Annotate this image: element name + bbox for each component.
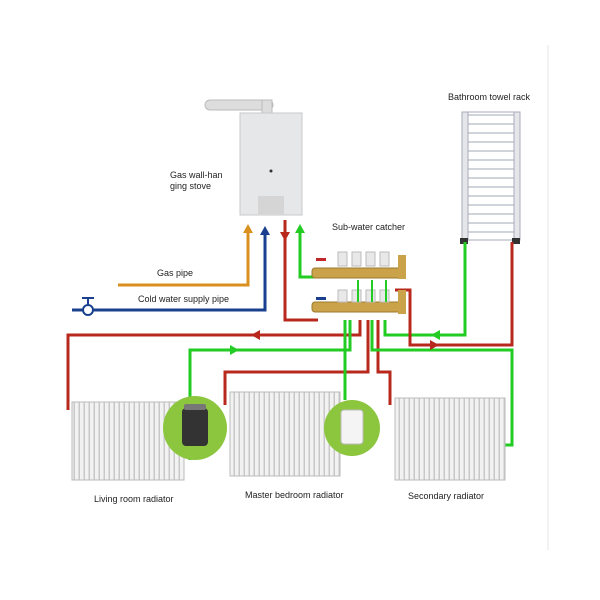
cold-water-label: Cold water supply pipe: [138, 294, 230, 304]
gas-pipe-label: Gas pipe: [157, 268, 194, 278]
secondary-radiator: [394, 397, 506, 481]
secondary-label: Secondary radiator: [408, 491, 485, 501]
master-supply: [223, 320, 370, 405]
thermostat-valve-white: [324, 400, 380, 456]
secondary-supply: [376, 320, 392, 405]
gas-pipe: [118, 228, 250, 287]
manifold-label: Sub-water catcher: [332, 222, 406, 232]
thermostat-valve-dark: [163, 396, 227, 460]
hot-supply-pipe: [283, 220, 318, 322]
rack-return: [383, 242, 467, 337]
cold-water-pipe: [72, 230, 267, 312]
master-bedroom-radiator: [229, 391, 341, 477]
flow-arrows: [230, 224, 440, 355]
master-bedroom-label: Master bedroom radiator: [245, 490, 344, 500]
living-supply: [66, 320, 362, 410]
towel-rack-label: Bathroom towel rack: [448, 92, 531, 102]
living-room-radiator: [71, 401, 185, 481]
gas-stove: [204, 99, 303, 216]
secondary-return: [370, 320, 514, 447]
living-room-label: Living room radiator: [94, 494, 174, 504]
towel-rack: [460, 111, 521, 244]
rack-supply: [395, 242, 514, 347]
water-valve[interactable]: [82, 297, 94, 316]
manifold: [311, 251, 406, 314]
